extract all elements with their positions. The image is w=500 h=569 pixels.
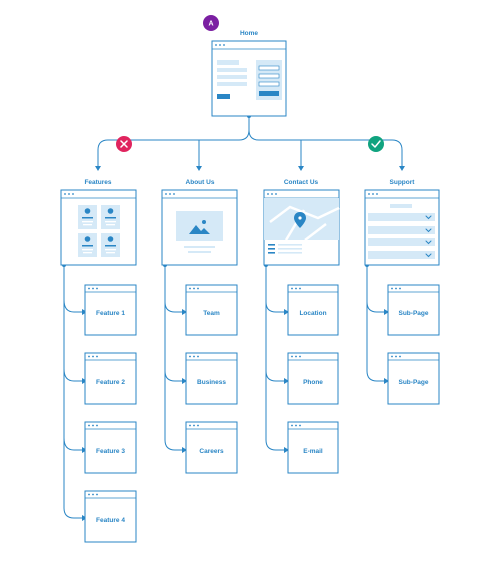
home-page-node[interactable]	[211, 40, 287, 117]
child-page-label: Location	[299, 310, 326, 317]
child-page-label: Sub-Page	[399, 310, 429, 317]
chevron-down-icon	[425, 215, 432, 258]
section-label-about-us: About Us	[186, 179, 215, 186]
features-page-node[interactable]	[60, 189, 137, 266]
child-page-feature-1[interactable]: Feature 1	[84, 284, 137, 336]
child-page-label: Feature 1	[96, 310, 125, 317]
child-page-phone[interactable]: Phone	[287, 352, 339, 405]
section-label-features: Features	[84, 179, 111, 186]
home-label: Home	[240, 30, 258, 37]
rejected-badge	[116, 136, 132, 152]
child-page-feature-4[interactable]: Feature 4	[84, 490, 137, 543]
arrowhead	[298, 166, 304, 171]
check-icon	[371, 140, 381, 148]
child-page-label: Feature 3	[96, 448, 125, 455]
child-page-feature-2[interactable]: Feature 2	[84, 352, 137, 405]
child-page-feature-3[interactable]: Feature 3	[84, 421, 137, 474]
image-icon	[189, 220, 210, 234]
arrowhead	[284, 378, 289, 384]
child-page-sub-page-2[interactable]: Sub-Page	[387, 352, 440, 405]
arrowhead	[399, 166, 405, 171]
arrowhead	[182, 447, 187, 453]
contact-us-page-node[interactable]	[263, 189, 340, 266]
arrowhead	[182, 378, 187, 384]
child-page-business[interactable]: Business	[185, 352, 238, 405]
child-page-label: Careers	[199, 448, 224, 455]
arrowhead	[182, 309, 187, 315]
arrowhead	[196, 166, 202, 171]
approved-badge	[368, 136, 384, 152]
child-page-careers[interactable]: Careers	[185, 421, 238, 474]
arrowhead	[284, 447, 289, 453]
section-label-contact-us: Contact Us	[284, 179, 319, 186]
about-us-page-node[interactable]	[161, 189, 238, 266]
support-page-node[interactable]	[364, 189, 440, 266]
child-page-label: Team	[203, 310, 220, 317]
arrowhead	[95, 166, 101, 171]
child-page-label: Phone	[303, 379, 323, 386]
connector-lines	[63, 116, 403, 519]
user-avatar-badge: A	[203, 15, 219, 31]
child-page-location[interactable]: Location	[287, 284, 339, 336]
child-page-label: E-mail	[303, 448, 323, 455]
child-page-email[interactable]: E-mail	[287, 421, 339, 474]
child-page-label: Feature 4	[96, 517, 125, 524]
child-page-label: Business	[197, 379, 226, 386]
arrowhead	[284, 309, 289, 315]
section-label-support: Support	[390, 179, 416, 186]
close-icon	[120, 140, 128, 148]
arrowhead	[384, 378, 389, 384]
child-page-label: Sub-Page	[399, 379, 429, 386]
child-page-sub-page-1[interactable]: Sub-Page	[387, 284, 440, 336]
user-avatar-letter: A	[208, 21, 213, 28]
child-page-label: Feature 2	[96, 379, 125, 386]
child-page-team[interactable]: Team	[185, 284, 238, 336]
arrowhead	[384, 309, 389, 315]
map-pin-icon	[294, 212, 306, 228]
